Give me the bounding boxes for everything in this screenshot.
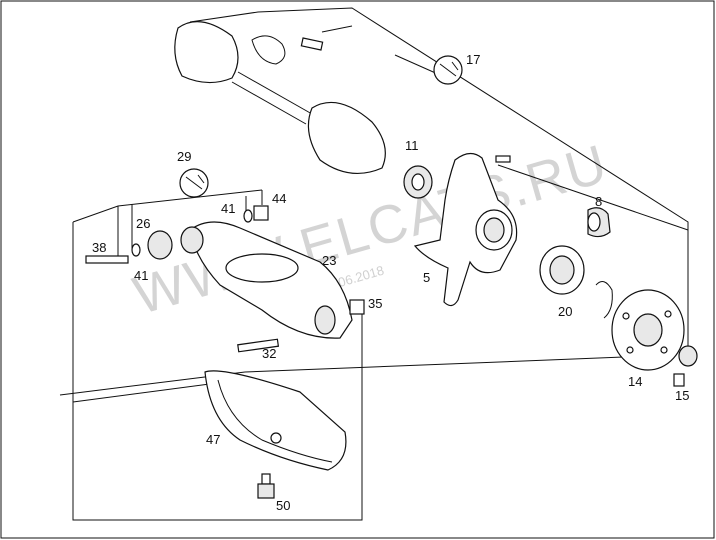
label-35: 35	[368, 296, 382, 311]
part-labels: 5 8 11 14 15 17 20 23 26 29 32 35 38 41 …	[92, 52, 689, 513]
bolt-38	[85, 255, 129, 264]
arm-group-box	[72, 222, 363, 521]
shaft-bottom-edge	[231, 81, 307, 125]
wrench-icon	[439, 61, 459, 77]
knuckle-bolt	[495, 155, 511, 163]
axle-group-line	[189, 7, 689, 350]
wrench-icon	[185, 174, 205, 190]
nut-35	[349, 299, 365, 315]
label-41-lower: 41	[134, 268, 148, 283]
label-20: 20	[558, 304, 572, 319]
label-14: 14	[628, 374, 642, 389]
bolt-32	[237, 338, 280, 353]
circlip-20	[595, 280, 613, 319]
label-11: 11	[405, 138, 419, 153]
grease-fitting-50	[261, 473, 271, 485]
lower-diagonal-right	[244, 355, 651, 373]
label-41-upper: 41	[221, 201, 235, 216]
arm-bushing	[180, 226, 204, 254]
bushing-26	[147, 230, 173, 260]
label-38: 38	[92, 240, 106, 255]
outer-boot	[307, 101, 386, 174]
label-17: 17	[466, 52, 480, 67]
hub-group-line	[497, 164, 689, 231]
leader-17	[394, 54, 441, 76]
label-8: 8	[595, 194, 602, 209]
inner-boot	[174, 21, 239, 84]
label-29: 29	[177, 149, 191, 164]
hub-nut	[678, 345, 698, 367]
leader-bolt	[321, 25, 353, 33]
cover-47	[204, 370, 347, 471]
washer-41-upper	[243, 209, 253, 223]
nut-44	[253, 205, 269, 221]
washer-41	[131, 243, 141, 257]
label-47: 47	[206, 432, 220, 447]
label-32: 32	[262, 346, 276, 361]
stud-15	[673, 373, 685, 387]
label-5: 5	[423, 270, 430, 285]
label-15: 15	[675, 388, 689, 403]
label-23: 23	[322, 253, 336, 268]
label-44: 44	[272, 191, 286, 206]
steering-knuckle	[413, 152, 518, 307]
shaft-bracket	[251, 35, 286, 65]
label-26: 26	[136, 216, 150, 231]
shaft-top-edge	[237, 71, 313, 115]
drive-shaft	[174, 21, 386, 174]
label-50: 50	[276, 498, 290, 513]
bracket-bolt	[300, 37, 324, 51]
